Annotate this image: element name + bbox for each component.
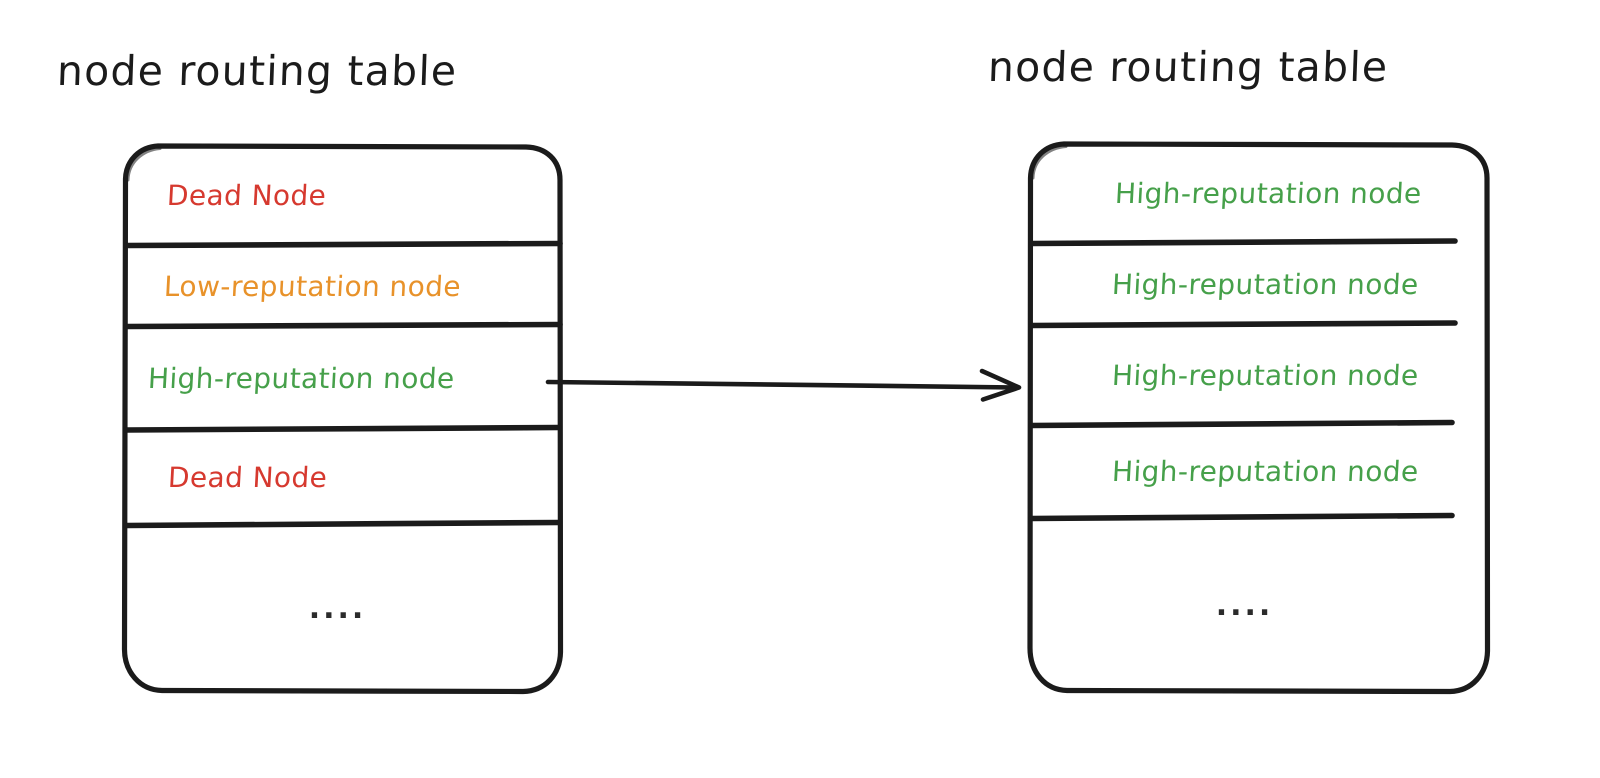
row-label-high-reputation-node: High-reputation node xyxy=(1111,267,1420,301)
right-table-outline xyxy=(1027,141,1491,695)
table-row[interactable]: Low-reputation node xyxy=(124,246,561,326)
left-routing-table: Dead Node Low-reputation node High-reput… xyxy=(124,145,561,692)
row-label-dead-node: Dead Node xyxy=(167,461,329,494)
row-label-high-reputation-node: High-reputation node xyxy=(1111,358,1420,392)
table-row[interactable]: High-reputation node xyxy=(124,326,561,430)
left-table-dividers xyxy=(123,240,563,529)
row-label-dead-node: Dead Node xyxy=(166,179,328,212)
connector-arrow xyxy=(545,368,1022,402)
table-row[interactable]: High-reputation node xyxy=(1029,425,1488,518)
table-row-ellipsis: .... xyxy=(124,525,561,692)
table-row[interactable]: High-reputation node xyxy=(1029,325,1488,425)
table-row[interactable]: Dead Node xyxy=(124,145,561,246)
left-table-title: node routing table xyxy=(56,47,459,95)
table-row[interactable]: High-reputation node xyxy=(1029,243,1488,325)
right-table-title: node routing table xyxy=(987,43,1390,91)
ellipsis-label: .... xyxy=(1215,587,1274,623)
right-routing-table: High-reputation node High-reputation nod… xyxy=(1029,143,1488,692)
ellipsis-label: .... xyxy=(308,591,367,626)
table-row-ellipsis: .... xyxy=(1029,518,1488,692)
row-label-high-reputation-node: High-reputation node xyxy=(1114,176,1423,210)
row-label-high-reputation-node: High-reputation node xyxy=(1111,455,1420,488)
row-label-low-reputation-node: Low-reputation node xyxy=(163,269,462,303)
right-table-dividers xyxy=(1028,238,1458,522)
table-row[interactable]: High-reputation node xyxy=(1029,143,1488,243)
table-row[interactable]: Dead Node xyxy=(124,430,561,525)
row-label-high-reputation-node: High-reputation node xyxy=(147,361,456,395)
left-table-outline xyxy=(121,143,564,695)
